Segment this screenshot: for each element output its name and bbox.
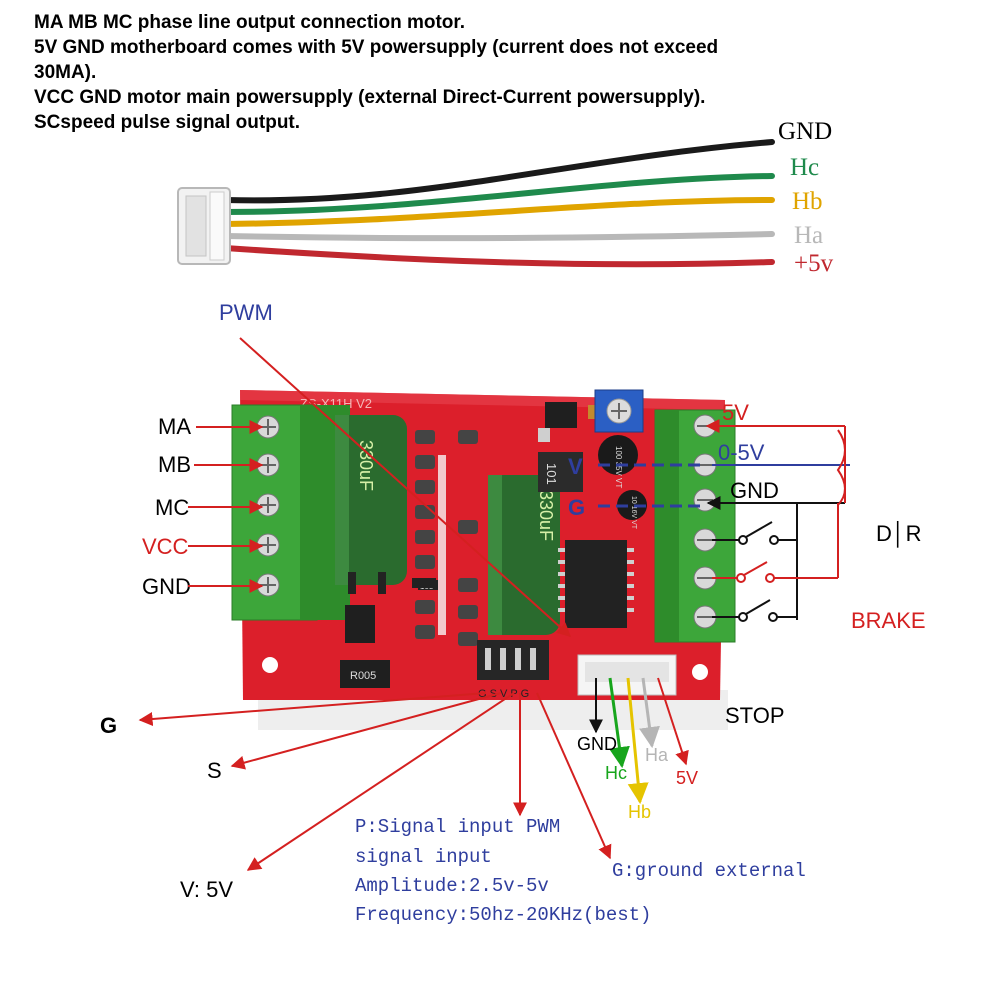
terminal-label-mc: MC [155,495,189,520]
intro-notes: MA MB MC phase line output connection mo… [34,10,754,135]
current-sense-resistor [340,660,390,688]
wire-5v [222,245,775,268]
hall-conn-label-hc: Hc [605,763,627,783]
intro-line: 5V GND motherboard comes with 5V powersu… [34,37,719,83]
hall-conn-label-gnd: GND [577,734,617,754]
signal-label-s: S [207,758,222,783]
capacitor-large [335,415,407,585]
hall-wire-label-ha: Ha [794,222,823,249]
intro-line: VCC GND motor main powersupply (external… [34,87,706,108]
pwm-label: PWM [219,300,273,325]
wire-hc [222,173,775,215]
brake-label: BRAKE [851,608,926,633]
dir-label: D│R [876,520,922,548]
wire-ha [222,231,775,242]
svg-text:G S V P G: G S V P G [478,688,529,700]
pwm-note-line: Frequency:50hz-20KHz(best) [355,904,651,926]
pwm-note-line: P:Signal input PWM [355,816,560,838]
capacitor-small [617,490,647,520]
driver-board: ZS-X11H V2 330uF 330uF [231,389,736,730]
hall-wire-label-hc: Hc [790,154,819,181]
hall-conn-label-ha: Ha [645,745,669,765]
hall-wire-label-gnd: GND [778,118,832,145]
svg-text:101: 101 [544,463,559,485]
mosfet-row [415,430,478,646]
control-label-5v: 5V [722,400,749,425]
signal-label-v: V: 5V [180,877,233,902]
svg-text:R005: R005 [350,670,376,682]
ground-note: G:ground external [612,860,806,882]
pwm-note-line: signal input [355,846,492,868]
terminal-label-mb: MB [158,452,191,477]
signal-label-g: G [100,713,117,738]
hall-wire-label-5v: +5v [794,250,834,277]
svg-text:330uF: 330uF [536,490,556,541]
terminal-label-gnd: GND [142,574,191,599]
control-terminal-screws [693,414,717,629]
control-label-speed: 0-5V [718,440,765,465]
controller-chip [565,540,627,628]
hall-wire-label-hb: Hb [792,188,823,215]
inductor [538,452,583,492]
svg-text:10 16V VT: 10 16V VT [630,496,637,530]
stop-label: STOP [725,703,785,728]
svg-text:330uF: 330uF [356,440,376,491]
terminal-arrows [188,420,264,593]
hall-cable [177,139,775,268]
hall-conn-label-hb: Hb [628,802,651,822]
terminal-label-vcc: VCC [142,534,189,559]
wire-hb [222,197,775,227]
control-label-gnd: GND [730,478,779,503]
wire-gnd [222,139,775,204]
terminal-label-ma: MA [158,414,191,439]
pwm-arrow [239,337,572,637]
pot-marker-g: G [568,495,585,520]
capacitor-large [488,475,560,635]
hall-conn-label-5v: 5V [676,768,698,788]
pot-marker-v: V [568,454,583,479]
svg-text:100 35V VT: 100 35V VT [614,446,623,488]
signal-arrows [138,692,612,871]
intro-line: MA MB MC phase line output connection mo… [34,12,466,33]
intro-line: SCspeed pulse signal output. [34,112,301,133]
pwm-note-line: Amplitude:2.5v-5v [355,875,549,897]
